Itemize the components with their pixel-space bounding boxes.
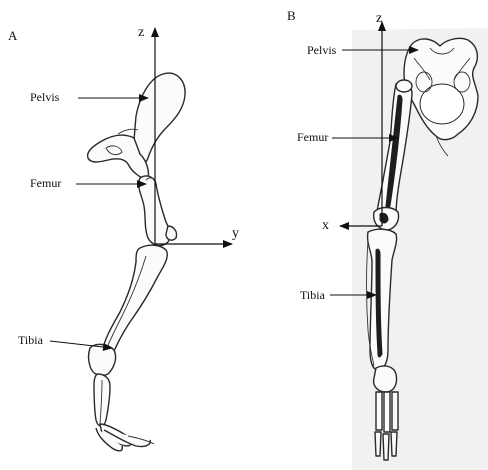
panel-a-pelvis-label: Pelvis [30, 90, 60, 104]
panel-a-toes [96, 424, 154, 451]
panel-b-femur-head [396, 80, 412, 92]
panel-a-skeleton [88, 73, 185, 451]
panel-b: B [287, 8, 488, 470]
panel-b-toe-bone [391, 432, 397, 456]
panel-b-x-axis-label: x [322, 218, 329, 233]
panel-b-pelvis-label: Pelvis [307, 43, 337, 57]
panel-b-metatarsal-bone [384, 392, 390, 432]
panel-b-toe-bone [375, 432, 381, 456]
panel-a: A [8, 25, 239, 451]
panel-a-tibia-label: Tibia [18, 333, 44, 347]
panel-b-tarsal-bone [374, 366, 397, 392]
panel-a-y-axis-label: y [232, 226, 239, 241]
panel-b-toe-bone [383, 434, 389, 460]
panel-b-metatarsal-bone [392, 392, 398, 430]
panel-b-metatarsal-bone [376, 392, 382, 430]
panel-b-metatarsals [376, 392, 398, 432]
panel-b-femur-label: Femur [297, 130, 328, 144]
panel-a-z-axis-label: z [138, 25, 144, 40]
panel-b-letter: B [287, 8, 296, 23]
panel-a-femur-label: Femur [30, 176, 61, 190]
panel-b-toes [375, 432, 397, 460]
panel-a-hock-bone [89, 344, 116, 375]
panel-a-letter: A [8, 28, 18, 43]
panel-b-knee-shadow [380, 213, 388, 223]
panel-a-tibia-bone [102, 245, 167, 358]
panel-a-patella-bone [166, 226, 177, 240]
panel-b-tibia-label: Tibia [300, 288, 326, 302]
panel-b-z-axis-label: z [376, 11, 382, 26]
